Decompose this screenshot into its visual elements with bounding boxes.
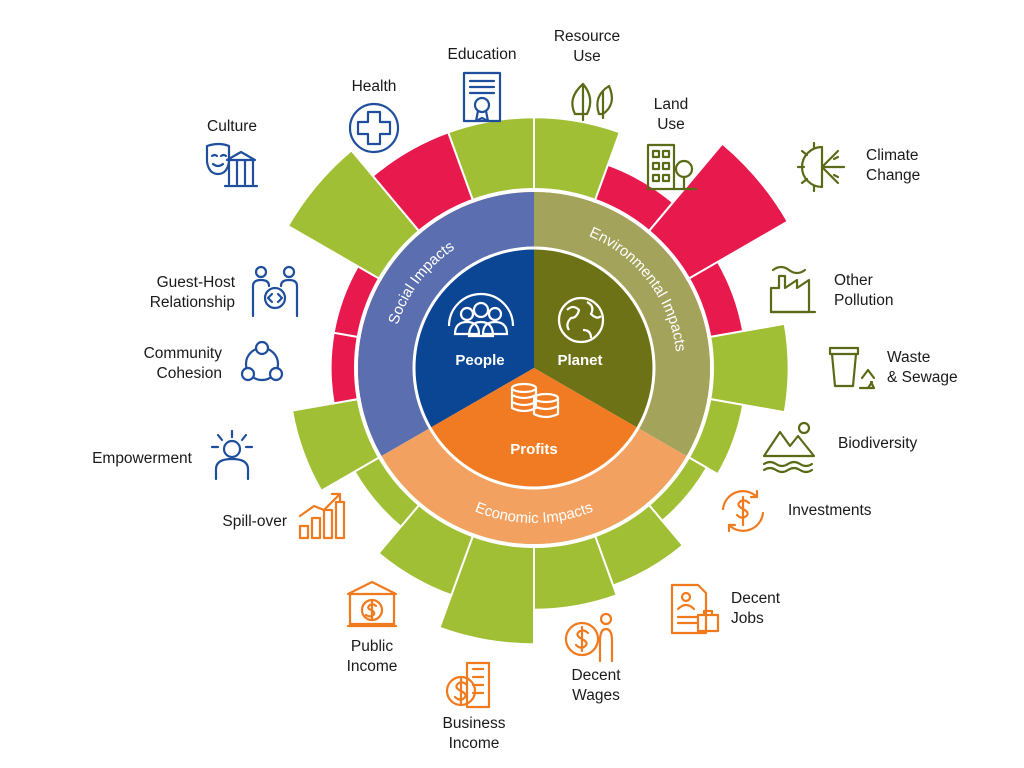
ring-economic	[381, 428, 687, 544]
impact-label-spill-over: Spill-over	[222, 513, 287, 530]
impact-label-climate-change: Climate Change	[866, 147, 921, 184]
building-tree-icon	[638, 137, 698, 197]
bank-dollar-icon	[342, 574, 402, 634]
impact-label-health: Health	[351, 78, 397, 95]
network-circle-icon	[232, 334, 292, 394]
dollar-cycle-icon	[713, 481, 773, 541]
dollar-register-icon	[439, 655, 499, 715]
core-label-planet: Planet	[557, 352, 602, 369]
factory-icon	[763, 260, 823, 320]
ring-environmental	[534, 192, 710, 456]
leaf-icon	[557, 70, 617, 130]
globe-icon	[557, 296, 605, 344]
triple-bottom-line-core: People Planet Profits	[447, 292, 605, 458]
ring-outline	[354, 188, 714, 548]
two-people-code-icon	[245, 262, 305, 322]
impact-label-decent-jobs: Decent Jobs	[731, 590, 781, 627]
medical-cross-icon	[344, 98, 404, 158]
impact-label-guest-host-relationship: Guest-Host Relationship	[149, 274, 235, 311]
mountain-water-icon	[760, 416, 820, 476]
core-label-profits: Profits	[510, 441, 558, 458]
impact-label-land-use: Land Use	[653, 96, 689, 133]
impact-label-empowerment: Empowerment	[92, 450, 192, 467]
sun-snowflake-icon	[792, 137, 852, 197]
growth-chart-icon	[292, 486, 352, 546]
person-rays-icon	[202, 425, 262, 485]
impact-label-community-cohesion: Community Cohesion	[143, 345, 222, 382]
theatre-museum-icon	[201, 136, 261, 196]
core-label-people: People	[455, 352, 504, 369]
impact-label-other-pollution: Other Pollution	[834, 272, 894, 309]
impact-label-investments: Investments	[788, 502, 872, 519]
job-document-icon	[664, 579, 724, 639]
impact-label-decent-wages: Decent Wages	[571, 667, 621, 704]
impact-label-resource-use: Resource Use	[553, 28, 621, 65]
core-social	[414, 248, 534, 428]
wage-person-icon	[560, 607, 620, 667]
ring-social	[358, 192, 534, 456]
impact-label-education: Education	[447, 46, 517, 63]
people-icon	[447, 292, 515, 338]
certificate-icon	[452, 67, 512, 127]
core-outline	[412, 246, 656, 490]
impact-label-waste-sewage: Waste & Sewage	[887, 349, 958, 386]
impact-label-business-income: Business Income	[442, 715, 506, 752]
impact-label-culture: Culture	[207, 118, 257, 135]
core-economic	[430, 368, 638, 488]
impact-label-public-income: Public Income	[346, 638, 398, 675]
bin-recycle-icon	[822, 338, 882, 398]
impact-label-biodiversity: Biodiversity	[838, 435, 918, 452]
coins-icon	[510, 382, 560, 419]
